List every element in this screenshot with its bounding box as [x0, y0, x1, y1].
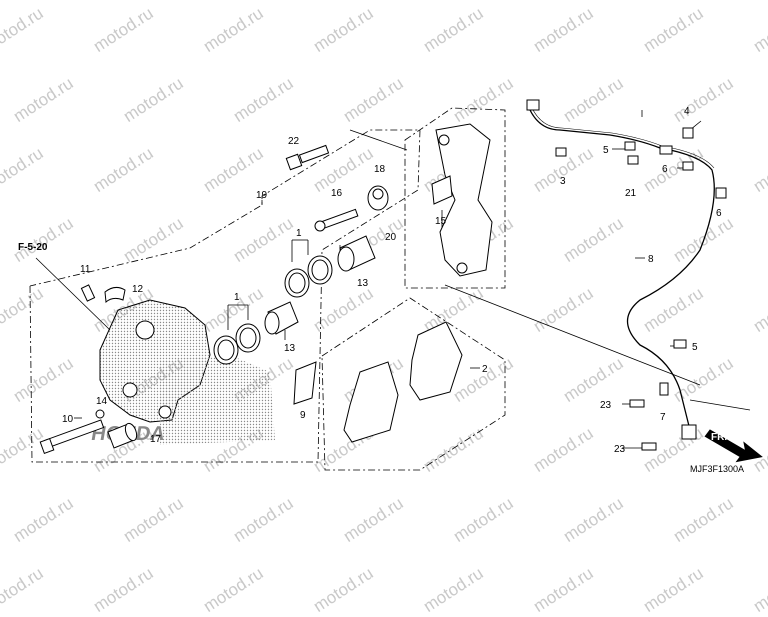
- callout-6-upper: 6: [662, 164, 668, 175]
- caliper-pin: [39, 419, 105, 454]
- callout-16: 16: [331, 188, 343, 199]
- sensor-connector: [526, 99, 540, 111]
- upper-piston-set: [284, 235, 376, 298]
- callout-15: 15: [435, 216, 447, 227]
- callout-4: 4: [684, 106, 690, 117]
- svg-text:FR.: FR.: [711, 432, 727, 443]
- pad-spring: [293, 361, 317, 405]
- bracket-group-outline: [404, 107, 506, 289]
- callout-14: 14: [96, 396, 108, 407]
- callout-7: 7: [660, 412, 666, 423]
- callout-18: 18: [374, 164, 386, 175]
- callout-20: 20: [385, 232, 397, 243]
- front-arrow: FR.: [704, 429, 763, 463]
- callout-11: 11: [80, 264, 91, 275]
- diagram-code: MJF3F1300A: [690, 464, 744, 474]
- boot-18: [367, 185, 389, 211]
- callout-6-lower: 6: [716, 208, 722, 219]
- lower-piston-set: [213, 301, 299, 365]
- caliper-group-outline: [29, 129, 421, 463]
- reference-label: F-5-20: [18, 242, 48, 253]
- abs-sensor-wire: [529, 107, 715, 431]
- callout-23-lower: 23: [614, 444, 626, 455]
- mount-bolt: [285, 144, 330, 171]
- washer-14: [95, 409, 105, 419]
- callout-13-upper: 13: [357, 278, 369, 289]
- callout-8: 8: [648, 254, 654, 265]
- pads-group-outline: [321, 297, 506, 471]
- wire-clips: [555, 127, 727, 451]
- callout-13-lower: 13: [284, 343, 296, 354]
- callout-1-upper: 1: [296, 228, 302, 239]
- callout-19: 19: [256, 190, 268, 201]
- caliper-bracket: [431, 123, 493, 277]
- callout-5-upper: 5: [603, 145, 609, 156]
- callout-3: 3: [560, 176, 566, 187]
- pin-boot: [107, 422, 138, 449]
- callout-12: 12: [132, 284, 144, 295]
- callout-2: 2: [482, 364, 488, 375]
- brake-pads: [343, 321, 463, 443]
- callout-9: 9: [300, 410, 306, 421]
- caliper-body: HONDA: [90, 299, 275, 445]
- callout-23-upper: 23: [600, 400, 612, 411]
- callout-22: 22: [288, 136, 300, 147]
- callout-21: 21: [625, 188, 637, 199]
- callout-5-lower: 5: [692, 342, 698, 353]
- bleeder-screw: [80, 284, 126, 304]
- callout-labels: 1 1 2 3 4 5 5 6 6 7 8 9 10 11 12 13 13 1…: [18, 106, 744, 474]
- callout-17: 17: [150, 434, 162, 445]
- callout-1-lower: 1: [234, 292, 240, 303]
- slide-pin: [314, 208, 359, 232]
- brake-caliper-parts-diagram: HONDA: [18, 99, 763, 474]
- callout-10: 10: [62, 414, 74, 425]
